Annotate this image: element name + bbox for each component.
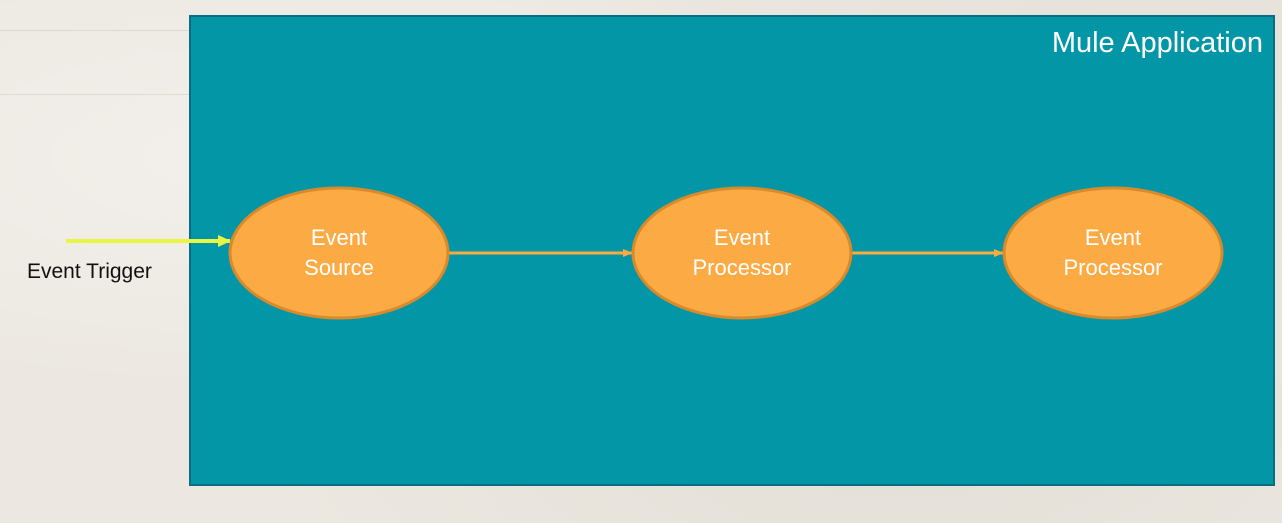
node-label-line: Event [1084,225,1142,250]
event-source-label: Event Source [259,223,419,283]
application-title: Mule Application [1051,27,1263,59]
node-label-line: Source [304,255,374,280]
event-processor-label: Event Processor [662,223,822,283]
event-processor-node [631,186,853,320]
event-source-node [228,186,450,320]
event-processor-label: Event Processor [1033,223,1193,283]
background-line [0,94,190,95]
event-processor-node [1002,186,1224,320]
node-label-line: Event [713,225,771,250]
node-label-line: Processor [692,255,792,280]
node-label-line: Processor [1063,255,1163,280]
background-line [0,30,190,31]
node-label-line: Event [310,225,368,250]
event-trigger-label: Event Trigger [27,260,152,283]
